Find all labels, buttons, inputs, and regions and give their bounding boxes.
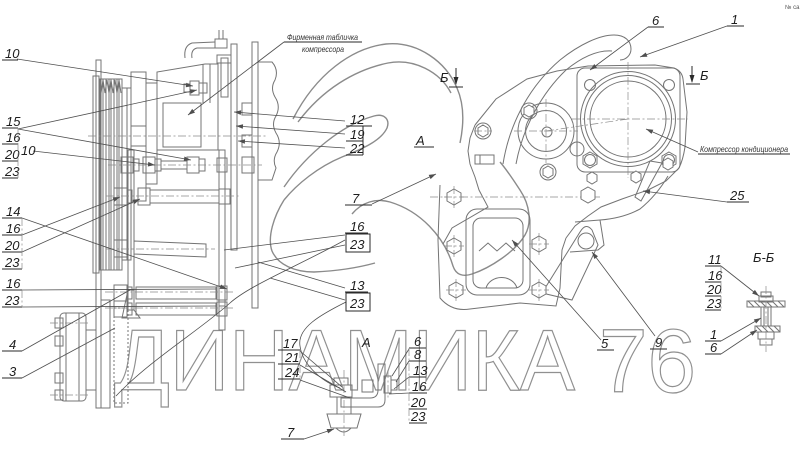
svg-text:3: 3 xyxy=(9,364,17,379)
svg-text:16: 16 xyxy=(6,221,21,236)
svg-text:Б: Б xyxy=(440,70,449,85)
svg-text:15: 15 xyxy=(6,114,21,129)
svg-text:20: 20 xyxy=(4,238,20,253)
svg-text:4: 4 xyxy=(9,337,16,352)
svg-text:20: 20 xyxy=(410,395,426,410)
svg-text:6: 6 xyxy=(652,13,660,28)
svg-text:22: 22 xyxy=(349,141,365,156)
svg-text:А: А xyxy=(415,133,425,148)
svg-text:21: 21 xyxy=(284,350,299,365)
svg-text:17: 17 xyxy=(283,336,298,351)
svg-text:23: 23 xyxy=(4,293,20,308)
svg-text:23: 23 xyxy=(410,409,426,424)
svg-text:16: 16 xyxy=(6,130,21,145)
svg-text:1: 1 xyxy=(710,327,717,342)
svg-text:8: 8 xyxy=(414,347,422,362)
svg-text:11: 11 xyxy=(708,252,722,267)
svg-text:6: 6 xyxy=(710,340,718,355)
svg-text:23: 23 xyxy=(4,255,20,270)
svg-text:23: 23 xyxy=(4,164,20,179)
svg-text:1: 1 xyxy=(731,12,738,27)
svg-text:20: 20 xyxy=(706,282,722,297)
svg-text:16: 16 xyxy=(350,219,365,234)
svg-text:23: 23 xyxy=(349,237,365,252)
svg-text:23: 23 xyxy=(706,296,722,311)
svg-text:7: 7 xyxy=(287,425,295,440)
svg-text:Б: Б xyxy=(700,68,709,83)
svg-text:13: 13 xyxy=(413,363,428,378)
svg-text:10: 10 xyxy=(5,46,20,61)
svg-text:16: 16 xyxy=(412,379,427,394)
svg-text:23: 23 xyxy=(349,296,365,311)
svg-text:9: 9 xyxy=(655,335,662,350)
svg-text:Б-Б: Б-Б xyxy=(753,250,775,265)
svg-text:10: 10 xyxy=(21,143,36,158)
svg-text:6: 6 xyxy=(414,334,422,349)
svg-text:А: А xyxy=(361,335,371,350)
svg-text:13: 13 xyxy=(350,278,365,293)
svg-text:24: 24 xyxy=(284,365,299,380)
svg-text:12: 12 xyxy=(350,112,365,127)
svg-text:ДИНАМИКА: ДИНАМИКА xyxy=(114,313,576,409)
svg-text:компрессора: компрессора xyxy=(302,45,344,54)
svg-text:№ са: № са xyxy=(785,4,800,11)
svg-text:14: 14 xyxy=(6,204,20,219)
svg-text:5: 5 xyxy=(601,336,609,351)
svg-text:16: 16 xyxy=(6,276,21,291)
svg-text:7: 7 xyxy=(352,191,360,206)
svg-text:76: 76 xyxy=(599,312,696,412)
svg-text:19: 19 xyxy=(350,127,364,142)
svg-text:Фирменная табличка: Фирменная табличка xyxy=(287,33,358,42)
svg-text:25: 25 xyxy=(729,188,745,203)
svg-text:Компрессор кондиционера: Компрессор кондиционера xyxy=(700,145,788,154)
svg-text:16: 16 xyxy=(708,268,723,283)
svg-text:20: 20 xyxy=(4,147,20,162)
